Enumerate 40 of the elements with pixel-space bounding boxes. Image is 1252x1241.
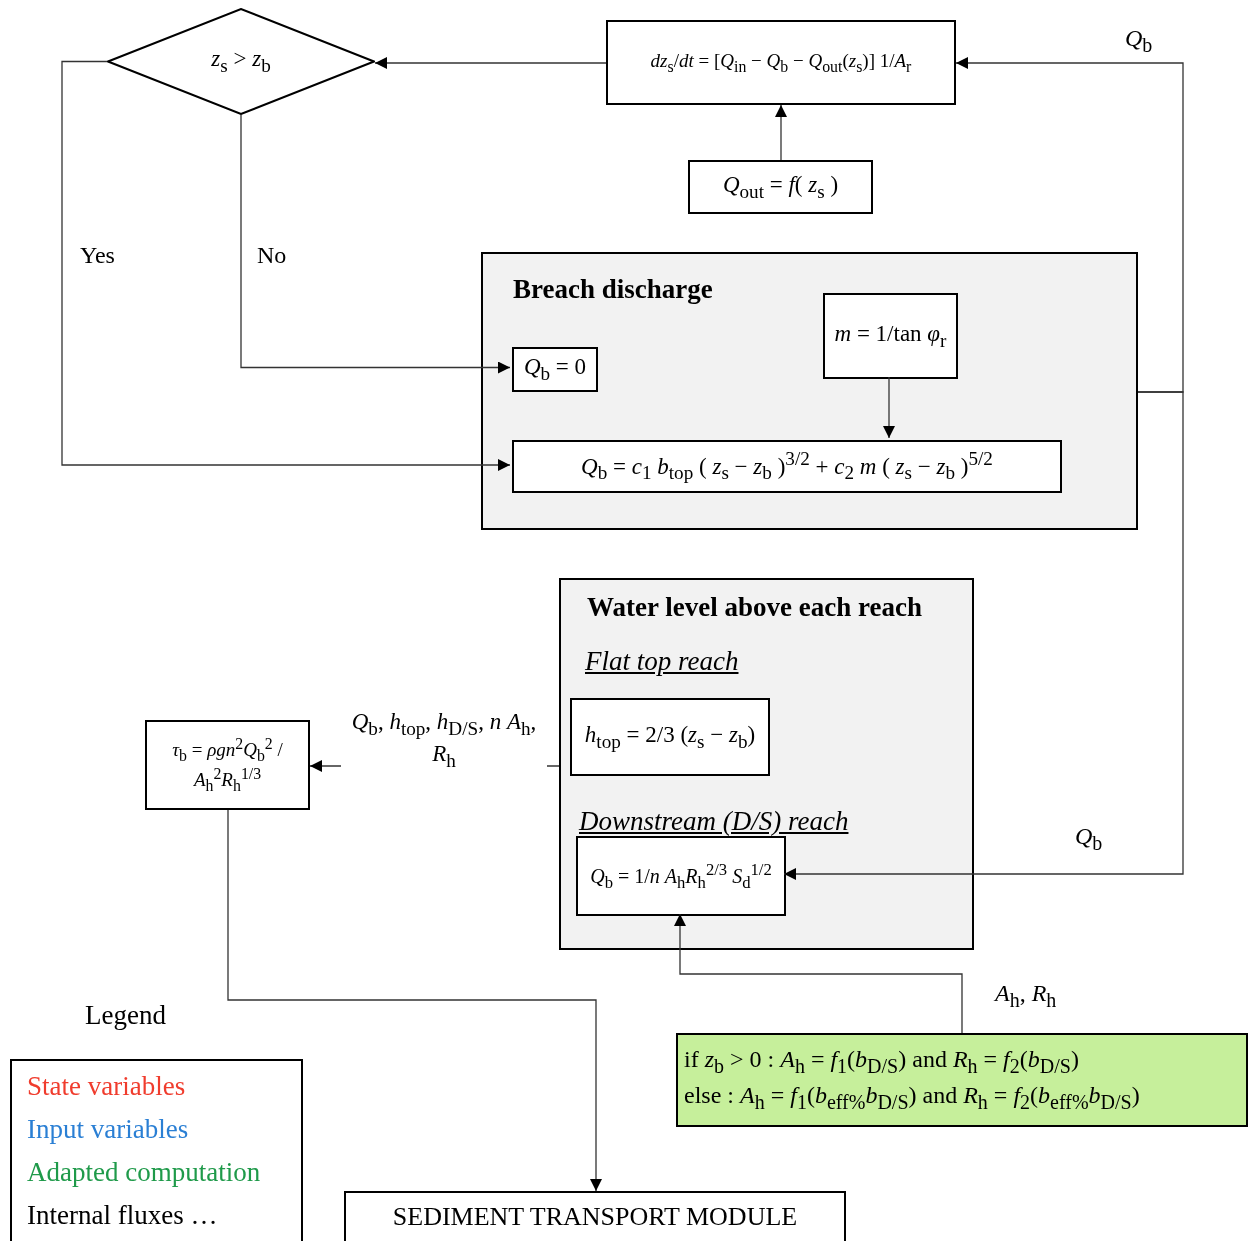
legend-entry: Input variables [27, 1114, 189, 1145]
subheading: Flat top reach [585, 646, 739, 677]
arrow [955, 57, 1184, 393]
equation: Q$_{b}$ = c$_{1}$ b$_{top}$ ( z$_{s}$ − z$_{b}$ )$^{3/2}$ + c$_{2}$ m ( z$_{s}$ − z$_{b}$ )$^{5/2}$ [581, 448, 993, 485]
panel-heading: Breach discharge [513, 274, 713, 305]
equation: m = 1/tan φ$_{r}$ [834, 320, 947, 352]
legend-entry: State variables [27, 1071, 186, 1102]
module-box [344, 1191, 846, 1241]
equation-box [576, 836, 786, 916]
equation: Q$_{b}$ = 0 [523, 354, 587, 385]
equation: if z$_{b}$ > 0 : A$_{h}$ = f$_{1}$(b$_{D/S}$) and R$_{h}$ = f$_{2}$(b$_{D/S}$) [684, 1046, 1079, 1078]
legend-title: Legend [85, 1000, 166, 1031]
arrow [775, 104, 787, 161]
equation-box [570, 698, 770, 776]
equation-box [606, 20, 956, 105]
equation: Q$_{out}$ = f( z$_{s}$ ) [722, 171, 839, 203]
arrow [374, 57, 607, 69]
equation: z$_{s}$ > z$_{b}$ [211, 46, 271, 77]
module-label: SEDIMENT TRANSPORT MODULE [392, 1202, 798, 1232]
arrow [240, 114, 511, 374]
subheading: Downstream (D/S) reach [579, 806, 849, 837]
condition-box [676, 1033, 1248, 1127]
group-panel [559, 578, 974, 950]
equation: else : A$_{h}$ = f$_{1}$(b$_{eff%}$b$_{D/S}$) and R$_{h}$ = f$_{2}$(b$_{eff%}$b$_{D/S}$) [684, 1082, 1140, 1114]
equation-box [688, 160, 873, 214]
equation-box [512, 347, 598, 392]
equation: dz$_{s}$/dt = [Q$_{in}$ − Q$_{b}$ − Q$_{out}$(z$_{s}$)] 1/A$_{r}$ [650, 49, 912, 76]
panel-heading: Water level above each reach [587, 592, 922, 623]
equation-box [823, 293, 958, 379]
arrow [61, 60, 511, 471]
group-panel [481, 252, 1138, 530]
equation-box [512, 440, 1062, 493]
equation: h$_{top}$ = 2/3 (z$_{s}$ − z$_{b}$) [584, 721, 756, 753]
arrow [227, 809, 602, 1192]
arrow [783, 391, 1184, 880]
arrow [883, 376, 895, 439]
arrow [674, 913, 963, 1034]
equation-box [145, 720, 310, 810]
legend-entry: Internal fluxes … [27, 1200, 218, 1231]
legend-entry: Adapted computation [27, 1157, 261, 1188]
